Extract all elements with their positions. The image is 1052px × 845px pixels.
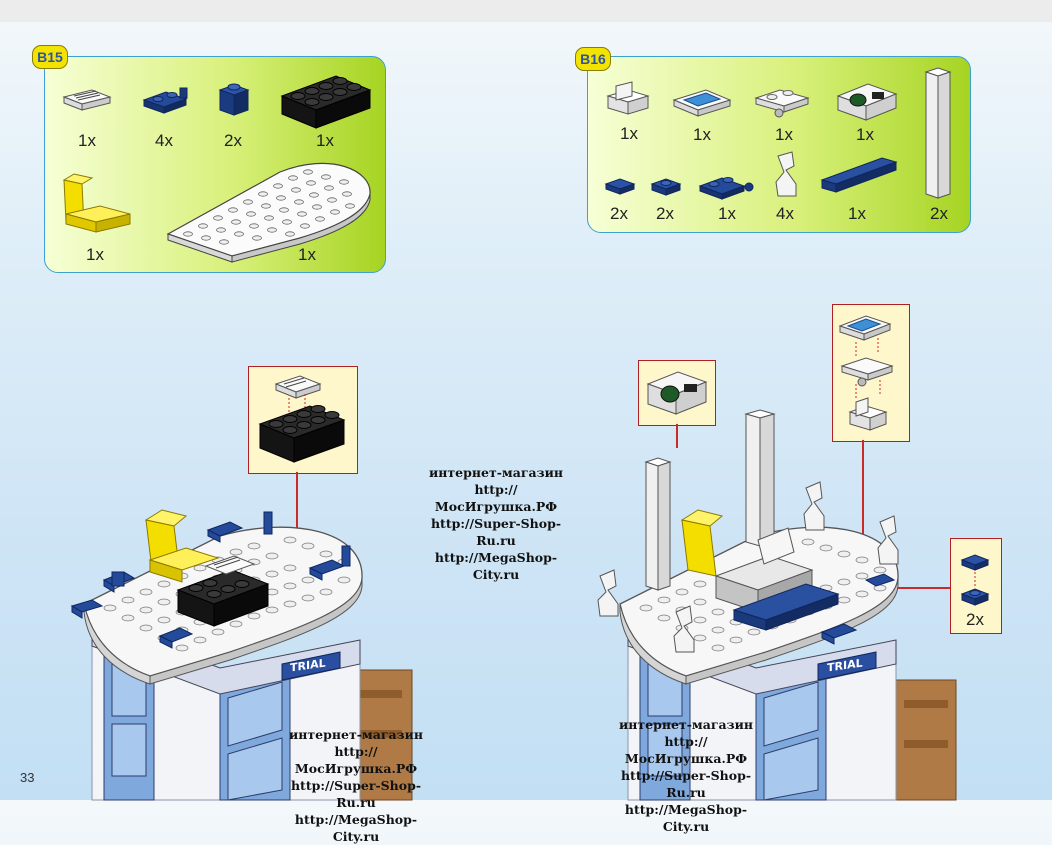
b16-qty-clip-plate: 1x [718,204,736,223]
seat-white [606,81,650,115]
b15-qty-chair: 1x [86,245,104,264]
callout-b15-leader-v [296,472,298,576]
b16-parts-art [604,67,952,200]
callout-b16-console-leader-v [862,440,864,546]
b16-qty-seat: 1x [620,124,638,143]
plate-half-round-white [166,162,371,263]
step-badge-b16: B16 [575,47,611,71]
plate-1x8-blue [820,157,898,193]
column-white-tall [924,67,952,199]
tile-grille-white [62,89,112,111]
left-building-model [70,509,413,801]
callout-b16-clip-art [960,554,990,606]
b16-qty-screen-tile: 1x [693,125,711,144]
b15-parts-art [62,75,372,263]
shop-url: http://МосИгрушка.РФ [434,482,558,514]
brick-2x4-black [280,75,372,129]
b15-qty-brick-1x1: 2x [224,131,242,150]
shop-url: http://МосИгрушка.РФ [294,744,418,776]
tile-1x1-blue [604,178,636,195]
scan-top-edge [0,0,1052,22]
shop-name: интернет-магазин [618,717,753,732]
callout-b16-clip [950,538,1002,634]
parts-panel-b16 [587,56,971,233]
shop-url: http://Super-Shop-Ru.ru [430,516,562,548]
callout-b16-console-art [838,315,894,431]
tile-screen-white [672,89,732,117]
b16-qty-pin-plate: 1x [775,125,793,144]
shop-url: http://Super-Shop-Ru.ru [620,768,752,800]
callout-b16-clip-qty: 2x [966,610,984,629]
chair-yellow [62,173,131,233]
b16-qty-radar-slope: 1x [856,125,874,144]
plate-1x1-blue [650,178,682,196]
shop-name: интернет-магазин [288,727,423,742]
shop-url: http://MegaShop-City.ru [294,812,418,844]
plate-clip-blue [142,87,188,114]
b15-qty-brick-2x4: 1x [316,131,334,150]
b16-qty-long-plate: 1x [848,204,866,223]
page-number: 33 [20,770,35,785]
wrench-white [775,151,797,197]
brick-1x1-blue [218,83,250,116]
b16-qty-blue-tile: 2x [610,204,628,223]
b16-qty-blue-plate: 2x [656,204,674,223]
shop-url: http://MegaShop-City.ru [624,802,748,834]
b15-qty-round-plate: 1x [298,245,316,264]
shop-watermark-center: интернет-магазин http://МосИгрушка.РФ ht… [424,464,568,583]
shop-url: http://MegaShop-City.ru [434,550,558,582]
shop-name: интернет-магазин [428,465,563,480]
b15-qty-tile: 1x [78,131,96,150]
b16-qty-column: 2x [930,204,948,223]
callout-b16-radar-art [646,371,708,415]
slope-radar-white [836,83,898,121]
shop-url: http://МосИгрушка.РФ [624,734,748,766]
plate-clip-blue-b16 [698,177,754,200]
shop-watermark-left: интернет-магазин http://МосИгрушка.РФ ht… [284,726,428,845]
shop-watermark-right: интернет-магазин http://МосИгрушка.РФ ht… [614,716,758,835]
shop-url: http://Super-Shop-Ru.ru [290,778,422,810]
b15-qty-clip-plate: 4x [155,131,173,150]
callout-b16-radar-leader [676,424,678,448]
right-building-model [597,409,957,801]
b16-qty-wrench: 4x [776,204,794,223]
step-badge-b15: B15 [32,45,68,69]
callout-b15-art [258,375,346,463]
plate-pin-white [754,89,810,118]
